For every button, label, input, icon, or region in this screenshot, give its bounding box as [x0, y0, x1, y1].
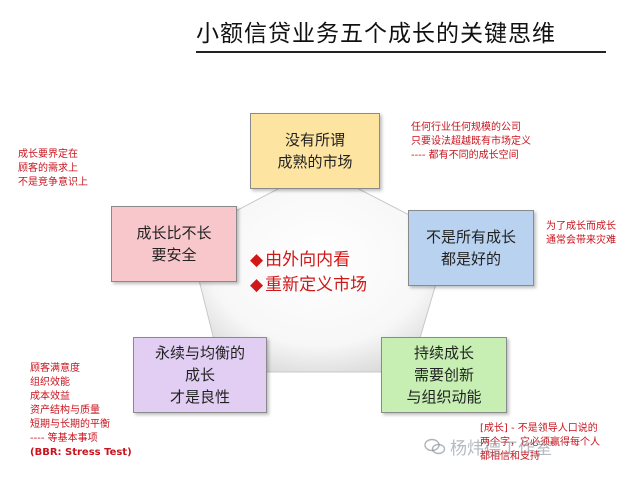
box-line: 与组织动能	[406, 388, 482, 406]
note-line: 都相信和支持	[480, 451, 540, 462]
note-line: 顾客满意度	[30, 363, 80, 374]
box-no-mature-market: 没有所谓 成熟的市场	[250, 113, 380, 189]
watermark-text: 杨炜德工作室	[450, 439, 552, 459]
note-line: 为了成长而成长	[546, 221, 616, 232]
box-line: 成长	[184, 366, 215, 384]
center-line: 由外向内看	[265, 250, 351, 270]
note-line: (BBR: Stress Test)	[30, 447, 132, 458]
note-line: 不是竞争意识上	[18, 177, 88, 188]
diamond-bullet-icon: ◆	[250, 250, 264, 270]
box-line: 不是所有成长	[425, 228, 516, 246]
note-line: [成长] - 不是领导人口说的	[480, 423, 598, 434]
box-line: 需要创新	[413, 366, 474, 384]
note-line: 成长要界定在	[18, 149, 78, 160]
box-line: 永续与均衡的	[154, 344, 245, 362]
center-line: 重新定义市场	[265, 275, 368, 295]
box-line: 持续成长	[413, 344, 474, 362]
box-line: 没有所谓	[284, 131, 345, 149]
watermark: 杨炜德工作室	[424, 434, 552, 459]
note-right: 为了成长而成长 通常会带来灾难	[546, 220, 616, 248]
box-line: 要安全	[151, 246, 197, 264]
note-line: 任何行业任何规模的公司	[411, 122, 521, 133]
box-not-all-growth-good: 不是所有成长 都是好的	[408, 210, 534, 286]
box-line: 成长比不长	[136, 224, 212, 242]
note-line: 组织效能	[30, 377, 70, 388]
note-bottom-left: 顾客满意度 组织效能 成本效益 资产结构与质量 短期与长期的平衡 ---- 等基…	[30, 362, 132, 460]
diamond-bullet-icon: ◆	[250, 275, 264, 295]
note-line: 两个字，它必须赢得每个人	[480, 437, 600, 448]
note-line: ---- 都有不同的成长空间	[411, 150, 519, 161]
note-top-left: 成长要界定在 顾客的需求上 不是竞争意识上	[18, 148, 88, 190]
center-message: ◆由外向内看 ◆重新定义市场	[250, 248, 367, 298]
wechat-icon	[424, 438, 446, 454]
note-line: 只要设法超越既有市场定义	[411, 136, 531, 147]
box-safety-first: 成长比不长 要安全	[111, 206, 237, 282]
box-line: 成熟的市场	[277, 153, 353, 171]
box-line: 都是好的	[440, 250, 501, 268]
box-sustainable-balanced-growth: 永续与均衡的 成长 才是良性	[133, 337, 267, 413]
page-title: 小额信贷业务五个成长的关键思维	[196, 14, 606, 53]
note-line: 顾客的需求上	[18, 163, 78, 174]
note-line: 成本效益	[30, 391, 70, 402]
note-line: 资产结构与质量	[30, 405, 100, 416]
note-bottom-right: [成长] - 不是领导人口说的 两个字，它必须赢得每个人 都相信和支持	[480, 422, 600, 464]
note-line: 通常会带来灾难	[546, 235, 616, 246]
note-line: 短期与长期的平衡	[30, 419, 110, 430]
box-line: 才是良性	[169, 388, 230, 406]
note-line: ---- 等基本事项	[30, 433, 98, 444]
note-top-right: 任何行业任何规模的公司 只要设法超越既有市场定义 ---- 都有不同的成长空间	[411, 121, 531, 163]
box-innovation-org-momentum: 持续成长 需要创新 与组织动能	[381, 337, 507, 413]
